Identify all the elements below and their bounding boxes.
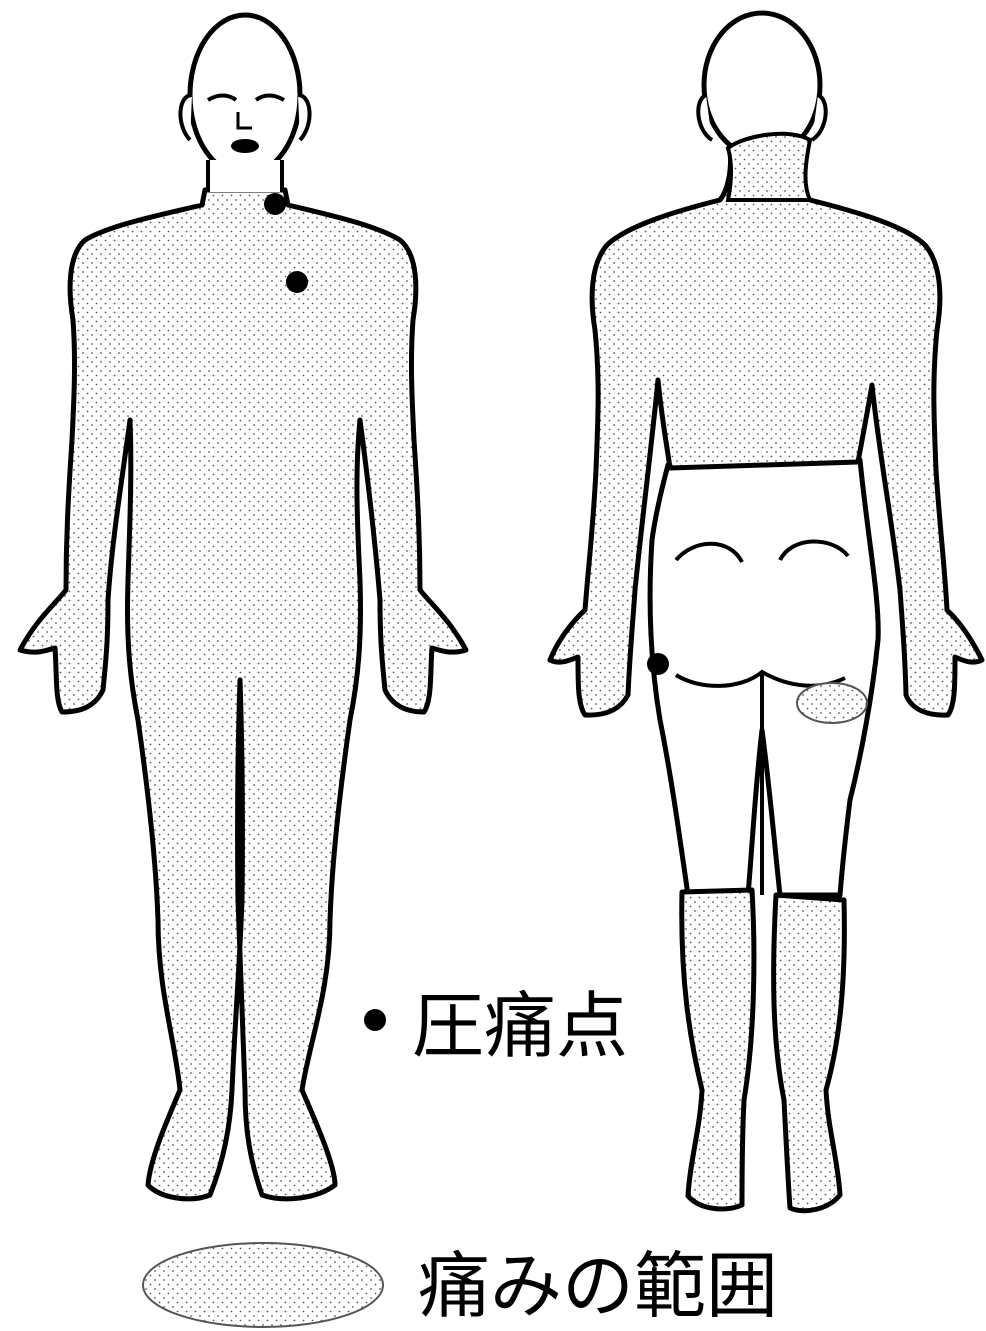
front-body-figure bbox=[20, 15, 466, 1199]
front-mouth bbox=[231, 139, 259, 153]
tender-point-marker bbox=[647, 653, 669, 675]
tender-point-marker bbox=[286, 271, 308, 293]
back-right-lower-leg bbox=[774, 895, 845, 1211]
legend-tender-point-label: 圧痛点 bbox=[412, 990, 628, 1062]
tender-point-marker bbox=[264, 193, 286, 215]
pain-area-marker bbox=[797, 683, 867, 723]
legend-pain-area-icon bbox=[143, 1243, 383, 1327]
legend-tender-point-icon bbox=[364, 1009, 386, 1031]
front-neck bbox=[208, 160, 282, 192]
back-neck bbox=[728, 134, 810, 200]
legend-pain-area-label: 痛みの範囲 bbox=[418, 1250, 778, 1322]
front-body-outline bbox=[20, 190, 466, 1199]
front-right-ear bbox=[298, 95, 310, 140]
front-left-ear bbox=[180, 95, 192, 140]
back-left-lower-leg bbox=[682, 890, 754, 1209]
